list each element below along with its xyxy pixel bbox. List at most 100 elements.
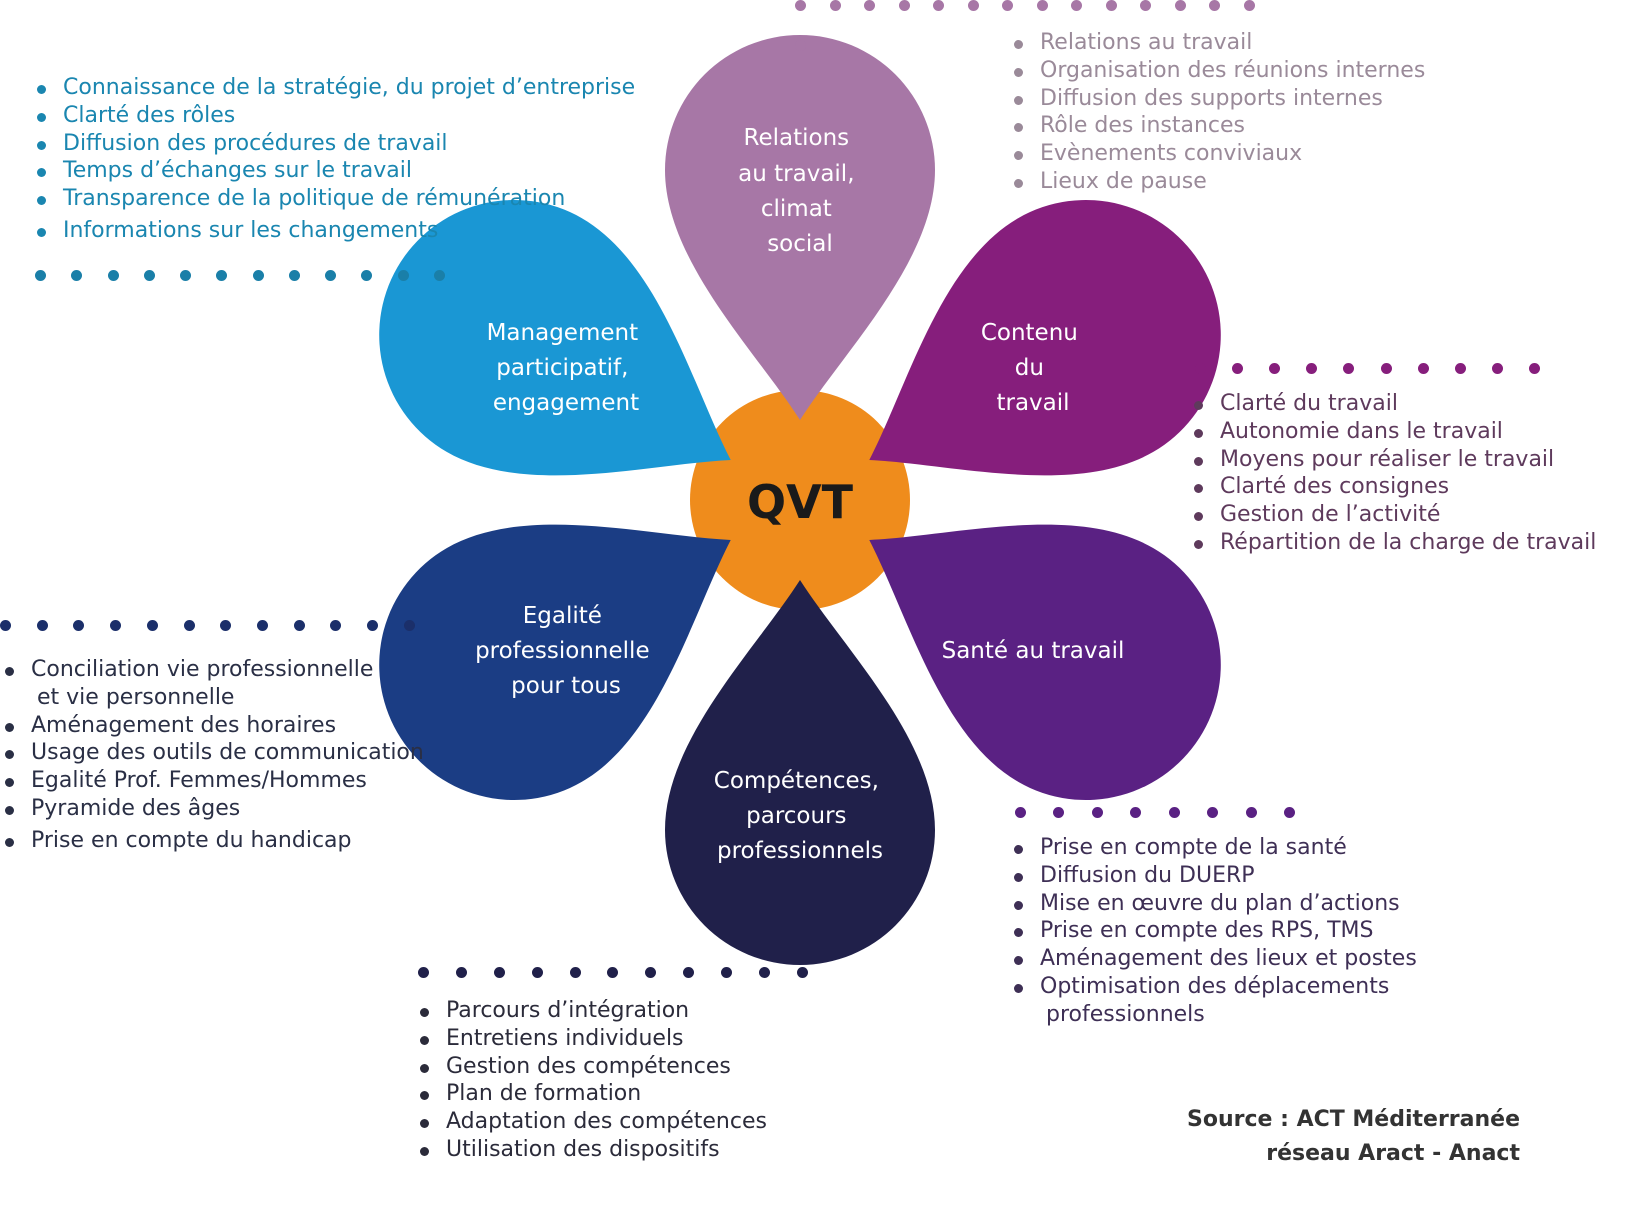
list-item: Optimisation des déplacements (1011, 973, 1417, 1001)
separator-dot (1130, 807, 1142, 818)
separator-dot (220, 620, 232, 631)
separator-dot (721, 967, 733, 978)
petal-egalite (379, 524, 731, 800)
separator-dot (1243, 0, 1255, 11)
petal-relations-line: climat (761, 196, 832, 222)
list-item: Diffusion des procédures de travail (34, 130, 635, 158)
petal-competences (665, 580, 935, 965)
separator-dot (829, 0, 841, 11)
petal-management-line: participatif, (496, 355, 628, 381)
separator-dot (110, 620, 122, 631)
list-item: Usage des outils de communication (2, 739, 424, 767)
separator-dot (1269, 363, 1281, 374)
petal-competences-label: Compétences, parcours professionnels (714, 768, 886, 864)
list-item: Rôle des instances (1011, 112, 1425, 140)
petal-competences-line: Compétences, (714, 768, 879, 794)
petal-contenu (869, 200, 1221, 476)
list-item: Diffusion du DUERP (1011, 862, 1417, 890)
separator-dot (1306, 363, 1318, 374)
list-item: Mise en œuvre du plan d’actions (1011, 890, 1417, 918)
center-hub (690, 390, 910, 610)
list-item-continuation: professionnels (1046, 1001, 1205, 1027)
petal-competences-line: professionnels (717, 838, 883, 864)
list-item: Entretiens individuels (417, 1025, 767, 1053)
separator-dot (1168, 807, 1180, 818)
separator-dot (293, 620, 305, 631)
separator-dot (252, 270, 264, 281)
petal-management (379, 200, 731, 476)
relations-top-dots (795, 0, 1255, 12)
separator-dot (683, 967, 695, 978)
relations-list: Relations au travail Organisation des ré… (1011, 29, 1425, 196)
competences-dots (418, 967, 808, 979)
separator-dot (898, 0, 910, 11)
source-line-1: Source : ACT Méditerranée (1187, 1107, 1520, 1132)
list-item: Prise en compte de la santé (1011, 834, 1417, 862)
list-item-continuation: et vie personnelle (37, 684, 235, 710)
separator-dot (1091, 807, 1103, 818)
petal-relations-line: social (767, 231, 833, 257)
separator-dot (1036, 0, 1048, 11)
separator-dot (1528, 363, 1540, 374)
separator-dot (1417, 363, 1429, 374)
separator-dot (1015, 807, 1026, 818)
sante-list: Prise en compte de la santé Diffusion du… (1011, 834, 1417, 1029)
list-item: Clarté des consignes (1191, 473, 1596, 501)
separator-dot (325, 270, 337, 281)
egalite-list: Conciliation vie professionnelle et vie … (2, 656, 424, 855)
competences-list: Parcours d’intégration Entretiens indivi… (417, 997, 767, 1164)
list-item: Transparence de la politique de rémunéra… (34, 185, 635, 213)
separator-dot (418, 967, 429, 978)
petal-egalite-line: pour tous (511, 673, 621, 699)
petal-contenu-line: Contenu (981, 320, 1078, 346)
separator-dot (1232, 363, 1244, 374)
list-item: Répartition de la charge de travail (1191, 529, 1596, 557)
separator-dot (73, 620, 85, 631)
list-item: Temps d’échanges sur le travail (34, 157, 635, 185)
separator-dot (288, 270, 300, 281)
separator-dot (180, 270, 192, 281)
list-item: Lieux de pause (1011, 168, 1425, 196)
separator-dot (795, 0, 806, 11)
separator-dot (1053, 807, 1065, 818)
separator-dot (143, 270, 155, 281)
list-item: Utilisation des dispositifs (417, 1136, 767, 1164)
separator-dot (455, 967, 467, 978)
separator-dot (1105, 0, 1117, 11)
separator-dot (796, 967, 808, 978)
list-item: Clarté du travail (1191, 390, 1596, 418)
petal-egalite-line: Egalité (523, 603, 602, 629)
separator-dot (397, 270, 409, 281)
separator-dot (361, 270, 373, 281)
separator-dot (367, 620, 379, 631)
management-dots (35, 270, 445, 282)
separator-dot (1491, 363, 1503, 374)
list-item: Pyramide des âges (2, 795, 424, 823)
list-item: Informations sur les changements (34, 217, 635, 245)
petal-relations (665, 35, 935, 420)
separator-dot (933, 0, 945, 11)
source-line-2: réseau Aract - Anact (1266, 1141, 1520, 1166)
petal-relations-label: Relations au travail, climat social (738, 125, 862, 257)
separator-dot (864, 0, 876, 11)
list-item: Parcours d’intégration (417, 997, 767, 1025)
separator-dot (146, 620, 158, 631)
contenu-dots (1195, 363, 1540, 375)
list-item: Egalité Prof. Femmes/Hommes (2, 767, 424, 795)
separator-dot (433, 270, 445, 281)
petal-contenu-line: travail (996, 390, 1069, 416)
petal-management-line: engagement (493, 390, 639, 416)
separator-dot (531, 967, 543, 978)
egalite-dots (0, 620, 415, 632)
list-item: Gestion des compétences (417, 1053, 767, 1081)
separator-dot (1002, 0, 1014, 11)
petal-egalite-label: Egalité professionnelle pour tous (475, 603, 657, 699)
separator-dot (1283, 807, 1295, 818)
petal-contenu-line: du (1015, 355, 1044, 381)
list-item: Conciliation vie professionnelle (2, 656, 424, 684)
separator-dot (569, 967, 581, 978)
separator-dot (967, 0, 979, 11)
separator-dot (1174, 0, 1186, 11)
list-item: Organisation des réunions internes (1011, 57, 1425, 85)
